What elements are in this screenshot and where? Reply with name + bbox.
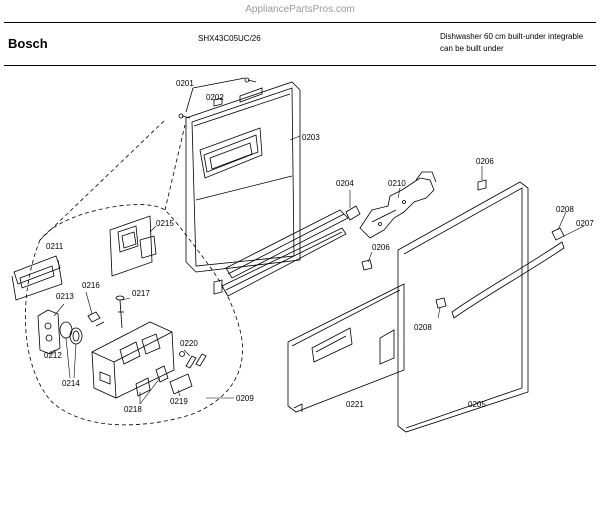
watermark: AppliancePartsPros.com	[245, 4, 355, 15]
button-levers	[135, 365, 169, 397]
callout-0221: 0221	[346, 400, 364, 409]
pin-part	[115, 295, 125, 329]
brand-name: Bosch	[8, 36, 48, 51]
callout-0208-handle: 0208	[556, 205, 574, 214]
header-top-rule	[4, 22, 596, 23]
hinge-clip	[213, 97, 223, 107]
header-bottom-rule	[4, 65, 596, 66]
display-window-frame	[11, 255, 63, 301]
callout-0214: 0214	[62, 379, 80, 388]
callout-0216: 0216	[82, 281, 100, 290]
callout-0209: 0209	[236, 394, 254, 403]
inner-door-panel	[185, 81, 301, 273]
clip-upper	[477, 179, 487, 191]
callout-0210: 0210	[388, 179, 406, 188]
o-rings	[59, 321, 83, 345]
diagram-header: Bosch SHX43C05UC/26 Dishwasher 60 cm bui…	[0, 22, 600, 66]
callout-0219: 0219	[170, 397, 188, 406]
callout-0205: 0205	[468, 400, 486, 409]
clip-lower	[361, 259, 373, 271]
door-hinge-bracket	[359, 171, 437, 239]
handle-mount-left	[435, 297, 447, 309]
callout-leader-lines	[49, 135, 585, 405]
control-assembly-dashed-outline	[25, 204, 243, 426]
push-buttons	[179, 351, 207, 369]
appliance-description: Dishwasher 60 cm built-under integrable …	[440, 31, 600, 55]
callout-0208-panel: 0208	[414, 323, 432, 332]
outer-door-panel	[397, 181, 529, 433]
callout-0206-lower: 0206	[372, 243, 390, 252]
callout-0213: 0213	[56, 292, 74, 301]
door-handle-bar	[451, 241, 565, 319]
callout-0201: 0201	[176, 79, 194, 88]
spring-part	[87, 311, 105, 327]
callout-0212: 0212	[44, 351, 62, 360]
description-line-1: Dishwasher 60 cm built-under integrable	[440, 32, 584, 41]
callout-0207: 0207	[576, 219, 594, 228]
callout-0215: 0215	[156, 219, 174, 228]
assembly-leader-dashed-2	[164, 124, 186, 211]
assembly-leader-dashed-1	[39, 119, 166, 241]
callout-0218: 0218	[124, 405, 142, 414]
switch-housing	[37, 309, 61, 355]
door-seal-strip	[213, 205, 361, 297]
display-module	[109, 215, 157, 277]
callout-0217: 0217	[132, 289, 150, 298]
description-line-2: can be built under	[440, 44, 504, 53]
callout-0202: 0202	[206, 93, 224, 102]
callout-labels: 0201 0202 0203 0204 0206 0210 0208 0207 …	[44, 79, 594, 414]
connector-block	[169, 373, 193, 395]
callout-0206-upper: 0206	[476, 157, 494, 166]
control-electronics-module	[91, 321, 175, 399]
callout-0204: 0204	[336, 179, 354, 188]
callout-0220: 0220	[180, 339, 198, 348]
door-screws	[178, 77, 257, 119]
control-panel-cover	[287, 283, 405, 413]
callout-0211: 0211	[46, 242, 64, 251]
model-number: SHX43C05UC/26	[198, 34, 261, 43]
callout-0203: 0203	[302, 133, 320, 142]
